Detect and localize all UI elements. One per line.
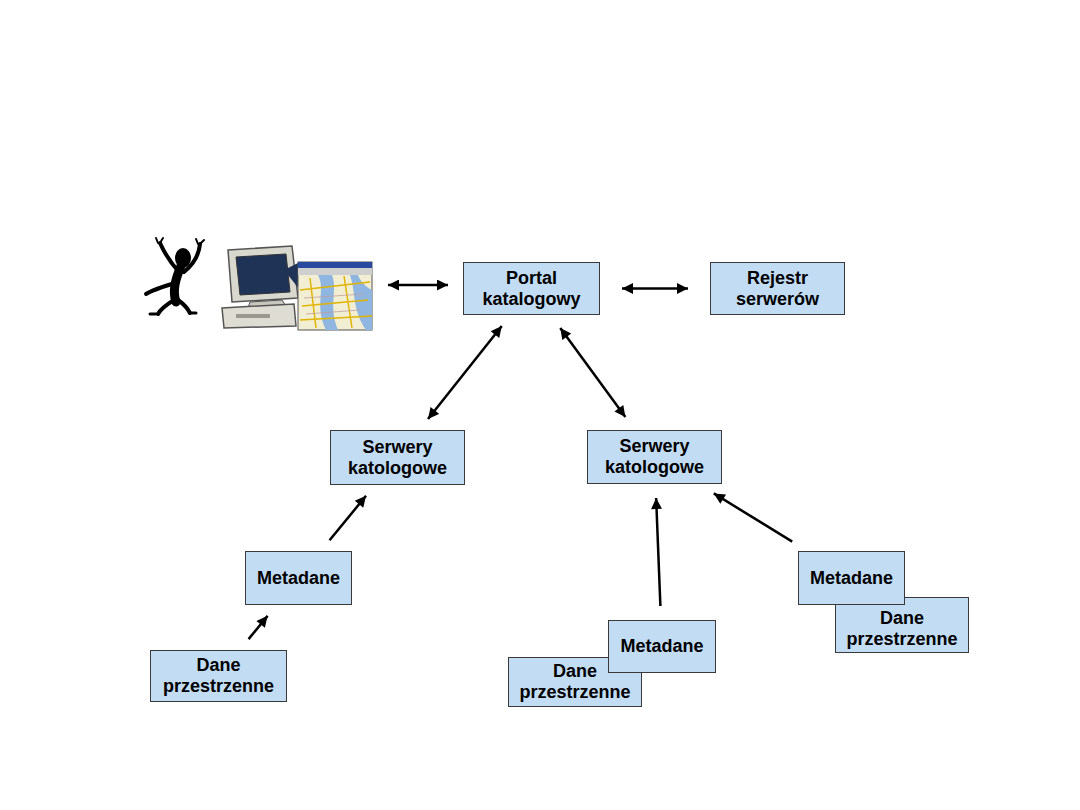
box-label: Metadane — [810, 568, 893, 589]
box-label: Dane przestrzenne — [157, 655, 280, 696]
catalog-server-box: Serwery katologowe — [330, 430, 465, 485]
catalog-server-box: Serwery katologowe — [587, 430, 722, 484]
map-window — [298, 262, 372, 330]
box-label: Metadane — [620, 636, 703, 657]
spatial-data-box: Dane przestrzenne — [150, 650, 287, 702]
connector-arrow — [560, 328, 625, 417]
box-label: Serwery katologowe — [337, 437, 458, 478]
portal-box: Portal katalogowy — [463, 262, 600, 315]
metadata-box: Metadane — [608, 620, 716, 673]
computer-icon — [222, 246, 300, 328]
connector-arrow — [249, 616, 268, 639]
connector-arrow — [330, 496, 366, 540]
connector-arrow — [622, 287, 688, 290]
spatial-data-box: Dane przestrzenne — [835, 597, 969, 653]
box-label: Serwery katologowe — [594, 436, 715, 477]
metadata-box: Metadane — [798, 551, 905, 605]
connector-arrow — [428, 326, 502, 419]
box-label: Dane przestrzenne — [842, 608, 962, 649]
box-label: Portal katalogowy — [470, 268, 593, 309]
box-label: Rejestr serwerów — [717, 268, 838, 309]
user-link-arrow — [388, 284, 448, 287]
connector-arrow — [656, 498, 660, 606]
registry-box: Rejestr serwerów — [710, 262, 845, 315]
user-figure — [146, 238, 204, 314]
metadata-box: Metadane — [245, 551, 352, 605]
connector-arrow — [714, 493, 792, 541]
box-label: Metadane — [257, 568, 340, 589]
